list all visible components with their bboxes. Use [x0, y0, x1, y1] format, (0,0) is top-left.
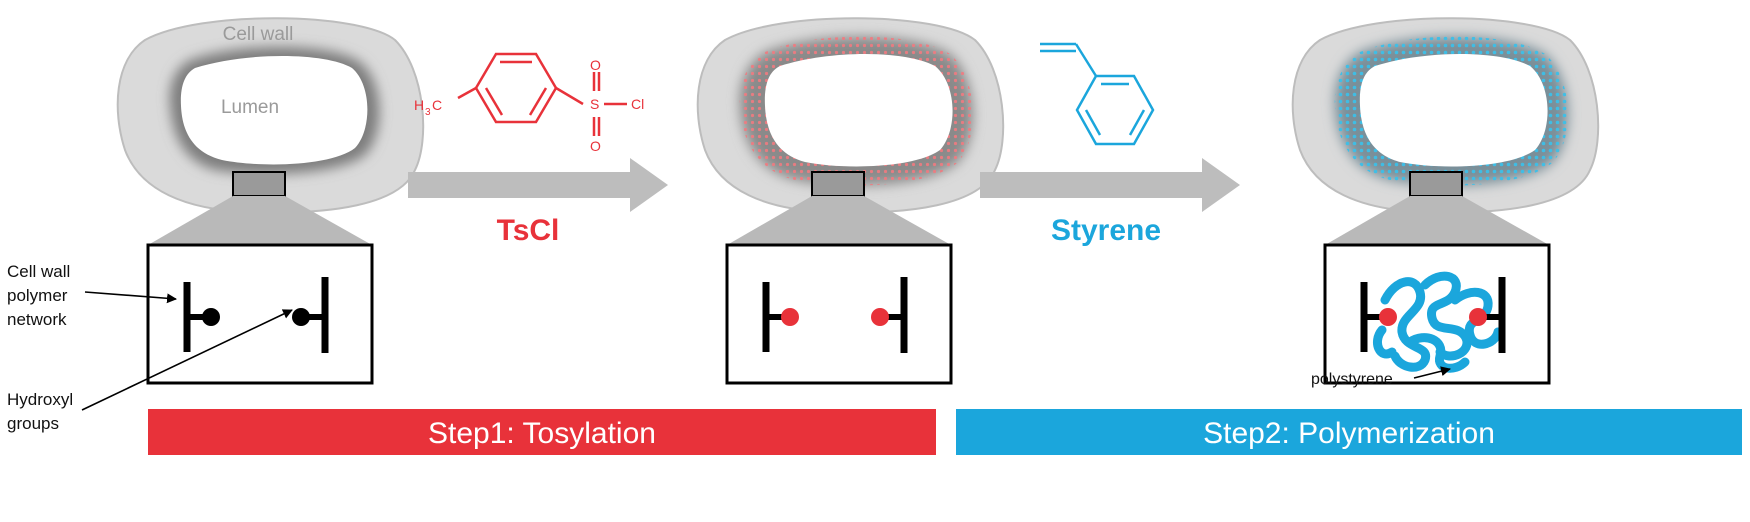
tscl-oxygen-bottom: O: [590, 138, 601, 154]
step1-bar: Step1: Tosylation: [148, 409, 936, 455]
polystyrene-chains: [1373, 271, 1503, 373]
styrene-benzene-ring: [1075, 74, 1155, 146]
zoom-region-1: [232, 171, 286, 197]
tosyl-group-left: [781, 308, 799, 326]
hydroxyl-label-line1: Hydroxyl: [7, 390, 73, 409]
tscl-oxygen-top: O: [590, 57, 601, 73]
zoom-region-2: [811, 171, 865, 197]
tscl-benzene-ring: [474, 52, 558, 124]
step2-bar: Step2: Polymerization: [956, 409, 1742, 455]
tscl-sulfur: S: [590, 96, 599, 112]
styrene-structure: [1040, 42, 1155, 146]
lumen-1: [180, 56, 368, 165]
lumen-2: [764, 54, 953, 167]
tosyl-group-left-3: [1379, 308, 1397, 326]
lumen-label: Lumen: [221, 97, 279, 118]
tscl-methyl-h: H: [414, 97, 424, 113]
hydroxyl-group-left: [202, 308, 220, 326]
step1-label: Step1: Tosylation: [428, 417, 656, 450]
reaction-arrow-1: [408, 158, 668, 212]
step2-label: Step2: Polymerization: [1203, 417, 1495, 450]
tscl-methyl-sub: 3: [425, 107, 431, 118]
tosyl-group-right-3: [1469, 308, 1487, 326]
network-label-line1: Cell wall: [7, 262, 70, 281]
tosyl-group-right: [871, 308, 889, 326]
hydroxyl-label-line2: groups: [7, 414, 59, 433]
cell-tosylated: [696, 17, 1005, 385]
cell-untreated: Cell wall Lumen: [116, 17, 425, 385]
detail-box-2: [725, 243, 953, 385]
cell-polymerized: polystyrene: [1291, 17, 1600, 388]
side-labels: Cell wall polymer network Hydroxyl group…: [7, 262, 293, 433]
tscl-label: TsCl: [497, 214, 560, 247]
polystyrene-pointer-arrow: [1413, 366, 1451, 379]
tscl-chlorine: Cl: [631, 96, 644, 112]
polystyrene-label: polystyrene: [1311, 371, 1393, 388]
network-pointer-arrow: [84, 291, 177, 304]
hydroxyl-group-right: [292, 308, 310, 326]
zoom-region-3: [1409, 171, 1463, 197]
tscl-methyl-c: C: [432, 97, 442, 113]
reaction-arrow-2: [980, 158, 1240, 212]
tscl-atom-labels: H 3 C S O O Cl: [414, 57, 644, 154]
styrene-label: Styrene: [1051, 214, 1161, 247]
cell-wall-label: Cell wall: [223, 24, 294, 45]
network-label-line2: polymer: [7, 286, 68, 305]
network-label-line3: network: [7, 310, 67, 329]
zoom-cone-2: [727, 196, 951, 245]
zoom-cone-1: [148, 196, 372, 245]
zoom-cone-3: [1325, 196, 1549, 245]
tscl-structure: [457, 52, 627, 136]
hydroxyl-pointer-arrow: [81, 309, 293, 411]
lumen-3: [1359, 54, 1548, 167]
